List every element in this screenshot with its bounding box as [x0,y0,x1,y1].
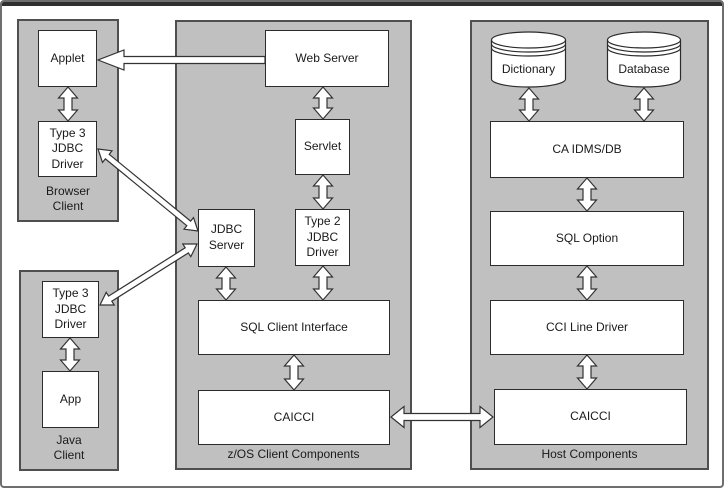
type3-jdbc-driver-browser-box: Type 3 JDBC Driver [38,121,97,177]
web-server-box: Web Server [265,30,389,87]
jdbc-server-box: JDBC Server [198,209,255,267]
type2-jdbc-driver-box: Type 2 JDBC Driver [295,209,350,266]
window-top-edge [2,2,722,6]
arrow-servlet-type2 [312,174,334,210]
applet-box: Applet [38,30,97,87]
arrow-type2-sqlci [312,265,334,301]
type3-jdbc-driver-java-box: Type 3 JDBC Driver [42,281,99,338]
sql-client-interface-box: SQL Client Interface [198,300,390,355]
arrow-webserver-applet [96,49,266,71]
arrow-applet-type3 [57,86,79,122]
arrow-caidms-sqloption [576,177,598,212]
zos-client-components-group-label: z/OS Client Components [227,447,360,462]
arrow-type3-app [59,337,81,372]
arrow-caicci-caicci [390,405,494,429]
arrow-type3java-jdbcserver [99,243,198,306]
arrow-sqloption-ccilinedriver [576,265,598,301]
database-cylinder-icon [490,31,567,88]
browser-client-group-label: Browser Client [45,183,90,214]
arrow-ccilinedriver-caicci [576,354,598,390]
arrow-database-caidms [633,87,655,122]
arrow-dictionary-caidms [518,87,540,122]
arrow-jdbcserver-sqlci [215,266,237,301]
arrow-sqlci-caicci [283,354,305,391]
database-cylinder-icon [606,31,682,88]
arrow-type3browser-jdbcserver [97,148,199,232]
app-box: App [42,371,99,428]
database-label: Database [618,62,670,76]
database-cylinder: Database [606,31,682,88]
sql-option-box: SQL Option [490,211,684,266]
caicci-zos-box: CAICCI [198,390,390,445]
java-client-group-label: Java Client [53,432,85,463]
dictionary-cylinder: Dictionary [490,31,567,88]
caicci-host-box: CAICCI [494,389,687,445]
servlet-box: Servlet [295,119,350,175]
host-components-group-label: Host Components [541,447,638,462]
ca-idms-db-box: CA IDMS/DB [490,121,684,178]
dictionary-label: Dictionary [501,62,556,76]
arrow-webserver-servlet [312,86,334,120]
